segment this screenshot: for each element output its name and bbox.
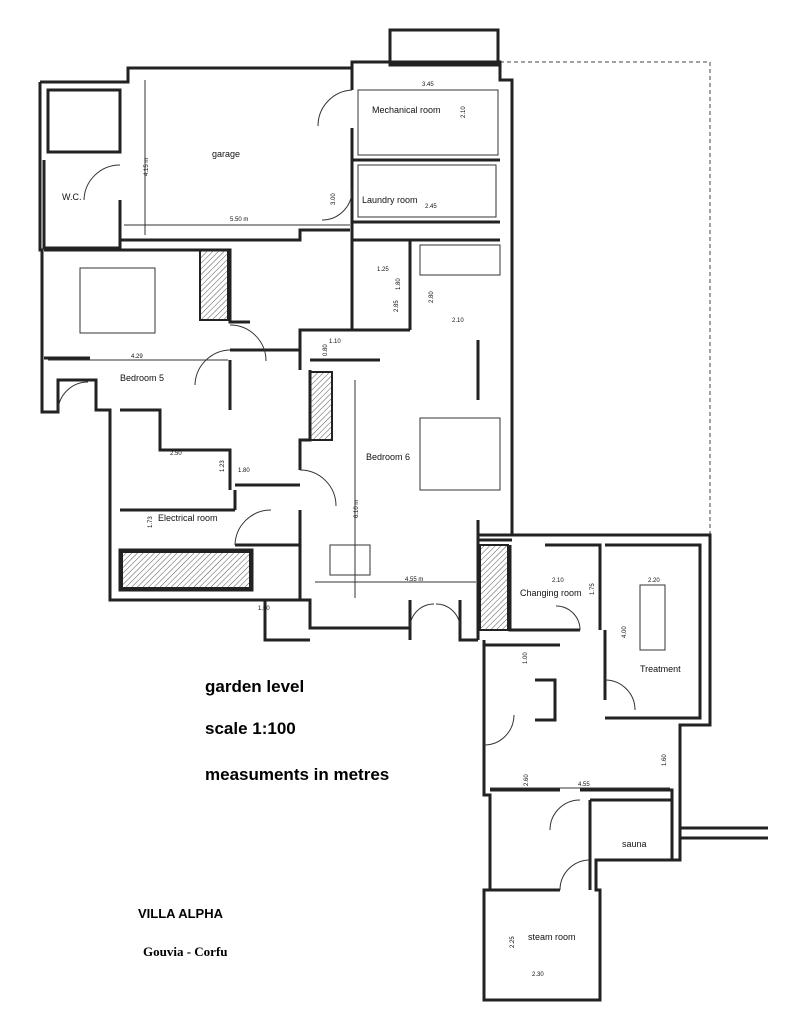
- dim-label: 2.10: [552, 578, 564, 584]
- sauna-walls: [490, 798, 672, 892]
- dim-label: 1.80: [396, 278, 402, 290]
- door-laundry: [321, 189, 353, 221]
- label-electrical-room: Electrical room: [158, 513, 218, 523]
- door-bed5: [229, 324, 267, 362]
- dim-label: 2.20: [648, 578, 660, 584]
- dim-label: 1.80: [238, 468, 250, 474]
- level-note: garden level: [205, 677, 305, 696]
- bed-bedroom5: [79, 267, 156, 334]
- door-entry: [57, 381, 89, 413]
- spa-extension: [680, 826, 768, 840]
- scale-note: scale 1:100: [205, 719, 296, 738]
- bedroom5-walls: [44, 248, 250, 490]
- dim-label: 2.45: [425, 204, 437, 210]
- project-name: VILLA ALPHA: [138, 906, 223, 921]
- dim-label: 2.80: [429, 291, 435, 303]
- outer-wall-left: [38, 82, 410, 630]
- door-changing: [555, 605, 581, 631]
- label-treatment: Treatment: [640, 664, 681, 674]
- door-bed5-b: [194, 349, 232, 386]
- dim-label: 2.50: [170, 451, 182, 457]
- project-location: Gouvia - Corfu: [143, 944, 228, 959]
- bedroom6-right: [476, 340, 512, 640]
- dim-label: 1.23: [220, 460, 226, 472]
- treatment-table: [639, 584, 666, 651]
- door-bed6: [299, 469, 337, 507]
- door-spa: [483, 714, 515, 746]
- label-sauna: sauna: [622, 839, 647, 849]
- dim-label: 4.15 m: [144, 158, 150, 176]
- dim-label: 1.73: [148, 516, 154, 528]
- spa-mid: [484, 643, 674, 860]
- mech-counter: [357, 89, 499, 156]
- label-laundry-room: Laundry room: [362, 195, 418, 205]
- corridor: [120, 483, 302, 600]
- label-wc: W.C.: [62, 192, 82, 202]
- dim-label: 3.45: [422, 82, 434, 88]
- label-garage: garage: [212, 149, 240, 159]
- dim-label: 1.50: [258, 606, 270, 612]
- label-steam-room: steam room: [528, 932, 576, 942]
- label-mechanical-room: Mechanical room: [372, 105, 441, 115]
- dim-label: 1.60: [662, 754, 668, 766]
- dim-label: 1.25: [377, 267, 389, 273]
- laundry-counter: [357, 164, 497, 218]
- dim-label: 0.80: [323, 344, 329, 356]
- cupboard-spa: [479, 544, 509, 631]
- cupboard-bed5: [199, 249, 229, 321]
- stair-walls: [118, 548, 254, 592]
- terrace-outline: [500, 61, 711, 535]
- dim-label: 2.85: [394, 300, 400, 312]
- dim-label: 6.10 m: [354, 500, 360, 518]
- outer-wall-inner-left: [46, 88, 122, 154]
- spa-inner: [508, 543, 702, 720]
- dim-label: 4.29: [131, 354, 143, 360]
- mech-walls: [350, 62, 500, 320]
- bath-walls: [298, 240, 412, 470]
- dim-label: 1.00: [523, 652, 529, 664]
- door-main: [409, 603, 461, 629]
- garage-bottom: [120, 228, 350, 242]
- dim-label: 2.10: [452, 318, 464, 324]
- dim-label: 2.60: [524, 774, 530, 786]
- dim-label: 2.30: [532, 972, 544, 978]
- dim-label: 2.10: [461, 106, 467, 118]
- label-bedroom-5: Bedroom 5: [120, 373, 164, 383]
- dim-label: 4.55 m: [405, 577, 423, 583]
- bed6-desk: [329, 544, 371, 576]
- stairs: [121, 551, 251, 589]
- label-bedroom-6: Bedroom 6: [366, 452, 410, 462]
- wc-wall: [42, 160, 122, 250]
- dim-label: 5.50 m: [230, 217, 248, 223]
- door-sauna: [549, 799, 581, 831]
- dim-label: 3.00: [331, 193, 337, 205]
- bed-bedroom6: [419, 417, 501, 491]
- cupboard-bed6: [309, 371, 333, 441]
- dim-label: 1.75: [590, 583, 596, 595]
- door-treatment: [604, 679, 636, 711]
- label-changing-room: Changing room: [520, 588, 582, 598]
- dim-label: 2.25: [510, 936, 516, 948]
- door-elec: [234, 509, 272, 546]
- spa-outer: [478, 533, 712, 1002]
- door-mech: [317, 89, 353, 127]
- dim-label: 1.10: [329, 339, 341, 345]
- units-note: measuments in metres: [205, 765, 390, 784]
- door-garage: [83, 164, 121, 201]
- door-steam: [559, 859, 591, 891]
- bath-tub: [419, 244, 501, 276]
- bottom-steps: [263, 600, 478, 642]
- dim-label: 4.55: [578, 782, 590, 788]
- dim-label: 4.00: [622, 626, 628, 638]
- top-box: [388, 28, 500, 67]
